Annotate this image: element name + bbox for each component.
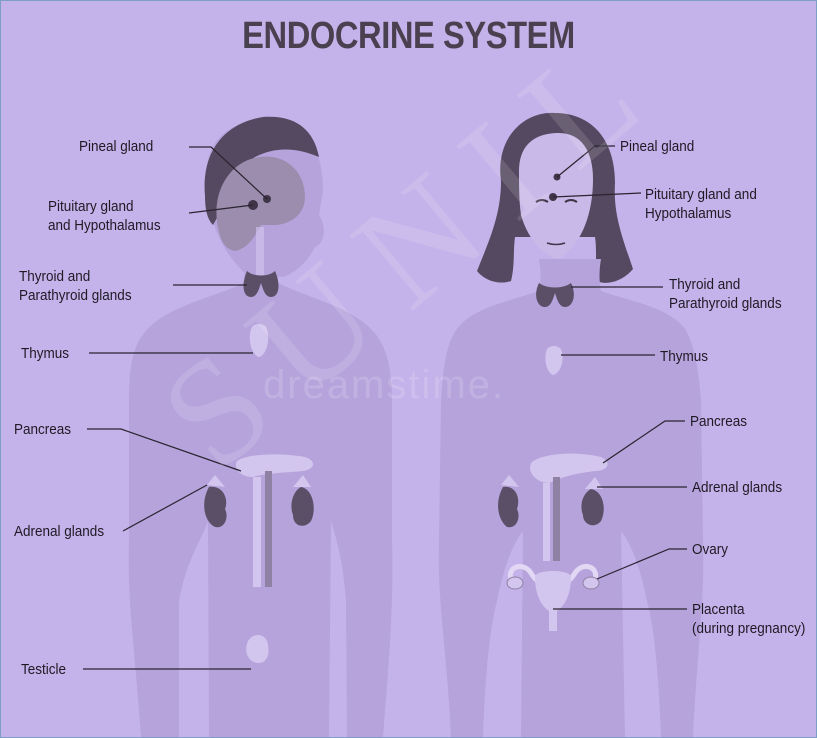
label-female-pancreas: Pancreas (690, 412, 747, 431)
female-body-silhouette (439, 259, 704, 737)
label-male-pancreas: Pancreas (14, 420, 71, 439)
label-female-pineal-gland: Pineal gland (620, 137, 694, 156)
label-male-thyroid-line1: Thyroid and (19, 267, 132, 286)
label-male-thyroid-line2: Parathyroid glands (19, 286, 132, 305)
female-aorta (543, 483, 550, 561)
label-male-thyroid: Thyroid and Parathyroid glands (19, 267, 132, 305)
label-female-pituitary-line1: Pituitary gland and (645, 185, 757, 204)
label-female-ovary: Ovary (692, 540, 728, 559)
label-female-thyroid-line1: Thyroid and (669, 275, 782, 294)
label-female-placenta-line2: (during pregnancy) (692, 619, 805, 638)
diagram-title: ENDOCRINE SYSTEM (58, 15, 759, 58)
label-female-thyroid: Thyroid and Parathyroid glands (669, 275, 782, 313)
female-ovary-left (507, 577, 523, 589)
label-female-thyroid-line2: Parathyroid glands (669, 294, 782, 313)
label-male-thymus: Thymus (21, 344, 69, 363)
label-female-placenta-line1: Placenta (692, 600, 805, 619)
male-testicle (246, 635, 268, 663)
label-female-pituitary-gland: Pituitary gland and Hypothalamus (645, 185, 757, 223)
label-female-thymus: Thymus (660, 347, 708, 366)
label-female-pituitary-line2: Hypothalamus (645, 204, 757, 223)
label-male-adrenal-glands: Adrenal glands (14, 522, 104, 541)
label-male-pineal-gland: Pineal gland (79, 137, 153, 156)
label-female-placenta: Placenta (during pregnancy) (692, 600, 805, 638)
male-aorta (253, 477, 261, 587)
label-male-pituitary-line2: and Hypothalamus (48, 216, 161, 235)
female-vena-cava (553, 477, 560, 561)
label-male-testicle: Testicle (21, 660, 66, 679)
female-ovary-right (583, 577, 599, 589)
label-male-pituitary-gland: Pituitary gland and Hypothalamus (48, 197, 161, 235)
label-male-pituitary-line1: Pituitary gland (48, 197, 161, 216)
label-female-adrenal-glands: Adrenal glands (692, 478, 782, 497)
watermark: dreamstime. (263, 363, 505, 408)
male-vena-cava (265, 471, 272, 587)
